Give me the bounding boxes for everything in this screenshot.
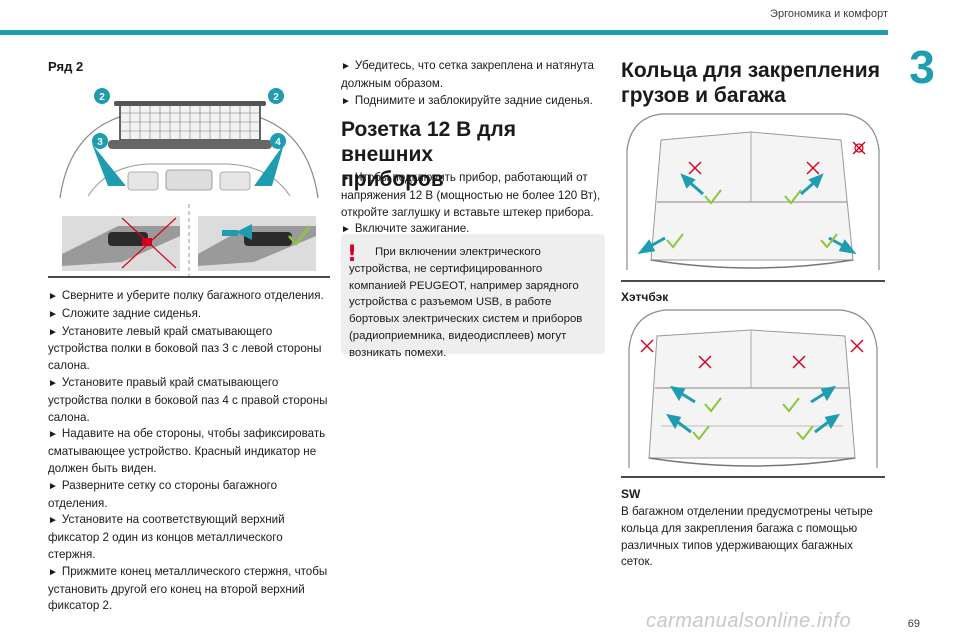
step-item: ►Установите левый край сматывающего устр… — [48, 324, 322, 373]
hatchback-figure — [621, 110, 885, 282]
step-item: ►Убедитесь, что сетка закреплена и натян… — [341, 59, 594, 90]
step-item: ►Прижмите конец металлического стержня, … — [48, 564, 328, 613]
net-install-figure: 2 2 3 4 — [48, 86, 330, 278]
chapter-number: 3 — [909, 41, 935, 93]
triangle-bullet-icon: ► — [48, 566, 58, 578]
row2-heading: Ряд 2 — [48, 59, 84, 74]
step-item: ►Сверните и уберите полку багажного отде… — [48, 289, 324, 302]
triangle-bullet-icon: ► — [48, 291, 58, 302]
triangle-bullet-icon: ► — [48, 480, 58, 492]
step-item: ►Надавите на обе стороны, чтобы зафиксир… — [48, 427, 326, 475]
watermark: carmanualsonline.info — [646, 610, 852, 632]
callout-3: 3 — [97, 137, 103, 148]
step-item: ►Установите на соответствующий верхний ф… — [48, 513, 285, 561]
callout-4: 4 — [275, 137, 281, 148]
net-final-steps: ►Убедитесь, что сетка закреплена и натян… — [341, 58, 605, 110]
warning-text: При включении электрического устройства,… — [349, 246, 583, 359]
callout-2-right: 2 — [273, 92, 279, 103]
hatchback-caption: Хэтчбэк — [621, 290, 669, 304]
step-item: ►Сложите задние сиденья. — [48, 306, 202, 320]
triangle-bullet-icon: ► — [48, 377, 58, 389]
rings-description: В багажном отделении предусмотрены четыр… — [621, 505, 873, 569]
socket-steps: ►Чтобы подключить прибор, работающий от … — [341, 170, 605, 239]
step-item: ►Разверните сетку со стороны багажного о… — [48, 478, 278, 510]
triangle-bullet-icon: ► — [48, 429, 58, 441]
triangle-bullet-icon: ► — [48, 326, 58, 338]
header-title: Эргономика и комфорт — [770, 8, 888, 20]
callout-2-left: 2 — [99, 92, 105, 103]
header-bar — [0, 30, 888, 35]
triangle-bullet-icon: ► — [341, 224, 351, 236]
step-item: ►Установите правый край сматывающего уст… — [48, 375, 328, 424]
triangle-bullet-icon: ► — [341, 95, 351, 107]
warning-box: ! При включении электрического устройств… — [341, 234, 605, 359]
triangle-bullet-icon: ► — [341, 173, 351, 184]
page-number: 69 — [907, 618, 920, 630]
warning-exclamation-icon: ! — [347, 242, 358, 267]
sw-figure — [621, 308, 885, 478]
triangle-bullet-icon: ► — [48, 308, 58, 320]
step-item: ►Чтобы подключить прибор, работающий от … — [341, 171, 601, 219]
sw-caption: SW — [621, 487, 641, 501]
triangle-bullet-icon: ► — [341, 61, 351, 72]
step-item: ►Поднимите и заблокируйте задние сиденья… — [341, 93, 593, 107]
triangle-bullet-icon: ► — [48, 515, 58, 527]
row2-steps: ►Сверните и уберите полку багажного отде… — [48, 288, 330, 615]
step-item: ►Включите зажигание. — [341, 222, 470, 236]
